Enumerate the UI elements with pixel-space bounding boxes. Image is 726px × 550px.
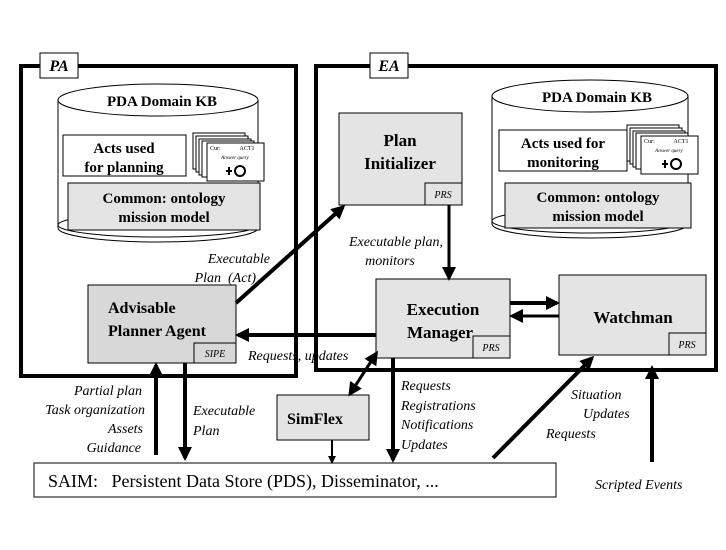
ea-container: EA — [314, 52, 718, 372]
ea-domain-kb: PDA Domain KB Acts used for monitoring C… — [491, 79, 699, 239]
arrow-saim-to-watchman — [491, 355, 595, 460]
pa-act-cards-icon: Cur: ACT1 Answer query — [192, 132, 265, 182]
label-executable-plan-act-1: Executable — [207, 252, 270, 267]
arrow-exec-manager-simflex — [348, 350, 378, 397]
initializer-line-1: Plan — [383, 131, 417, 150]
label-pa-input-2: Task organization — [45, 403, 145, 418]
flow-labels: Executable Plan (Act) Executable plan, m… — [45, 235, 683, 493]
pa-card-cur: Cur: — [210, 146, 221, 152]
exec-manager-line-2: Manager — [407, 323, 474, 342]
label-em-saim-2: Registrations — [400, 399, 476, 414]
initializer-line-2: Initializer — [364, 154, 436, 173]
label-executable-plan-act-2: Plan (Act) — [194, 271, 257, 286]
saim-data-store: SAIM: Persistent Data Store (PDS), Disse… — [33, 462, 557, 498]
saim-label: SAIM: Persistent Data Store (PDS), Disse… — [48, 471, 439, 492]
label-updates: Updates — [583, 407, 630, 422]
pa-acts-line-1: Acts used — [93, 141, 155, 157]
pa-card-subtitle: Answer query — [220, 156, 249, 161]
planner-line-1: Advisable — [108, 300, 176, 317]
ea-card-cur: Cur: — [644, 139, 655, 145]
pa-common-box — [67, 182, 261, 231]
simflex-label: SimFlex — [287, 411, 343, 428]
gear-icon — [662, 158, 682, 170]
pa-common-line-1: Common: ontology — [103, 191, 226, 207]
label-executable-plan-2: Plan — [192, 424, 219, 439]
pa-acts-box — [62, 134, 187, 177]
label-pa-input-4: Guidance — [87, 441, 141, 456]
label-em-saim-3: Notifications — [400, 418, 474, 433]
arrow-planner-to-initializer — [234, 204, 346, 305]
pa-kb-title: PDA Domain KB — [107, 94, 217, 110]
label-em-saim-1: Requests — [400, 379, 451, 394]
ea-kb-title: PDA Domain KB — [542, 90, 652, 106]
label-requests: Requests — [545, 427, 596, 442]
pa-acts-line-2: for planning — [84, 160, 164, 176]
label-em-saim-4: Updates — [401, 438, 448, 453]
gear-icon — [226, 165, 246, 177]
pa-domain-kb: PDA Domain KB Acts used for planning Cur… — [57, 83, 265, 243]
pa-common-line-2: mission model — [118, 210, 209, 226]
ea-common-box — [504, 182, 692, 229]
ea-acts-line-2: monitoring — [527, 155, 599, 171]
initializer-tag: PRS — [433, 190, 451, 201]
exec-manager-tag: PRS — [481, 343, 499, 354]
ea-common-line-2: mission model — [552, 209, 643, 225]
ea-acts-box — [498, 129, 628, 172]
watchman-label: Watchman — [593, 308, 673, 327]
plan-initializer: Plan Initializer PRS — [338, 112, 463, 206]
label-executable-plan-monitors-2: monitors — [365, 254, 415, 269]
ea-act-cards-icon: Cur: ACT1 Answer query — [626, 124, 699, 175]
advisable-planner-agent: Advisable Planner Agent SIPE — [87, 284, 237, 364]
label-pa-input-1: Partial plan — [73, 384, 142, 399]
watchman-tag: PRS — [677, 340, 695, 351]
exec-manager-line-1: Execution — [407, 300, 480, 319]
label-executable-plan-1: Executable — [192, 404, 255, 419]
planner-tag: SIPE — [205, 349, 226, 360]
label-requests-updates: Requests, updates — [247, 349, 349, 364]
ea-label: EA — [377, 58, 400, 75]
ea-acts-line-1: Acts used for — [521, 136, 605, 152]
ea-common-line-1: Common: ontology — [537, 190, 660, 206]
simflex: SimFlex — [276, 394, 370, 441]
watchman: Watchman PRS — [558, 274, 707, 356]
pa-card-title: ACT1 — [240, 146, 255, 152]
arrows — [149, 204, 659, 464]
planner-line-2: Planner Agent — [108, 323, 207, 340]
label-pa-input-3: Assets — [107, 422, 144, 437]
label-scripted-events: Scripted Events — [595, 478, 683, 493]
ea-card-subtitle: Answer query — [654, 149, 683, 154]
label-executable-plan-monitors-1: Executable plan, — [348, 235, 443, 250]
ea-card-title: ACT1 — [674, 139, 689, 145]
pa-container: PA — [19, 52, 298, 378]
pa-label: PA — [48, 58, 69, 75]
label-situation: Situation — [571, 388, 622, 403]
execution-manager: Execution Manager PRS — [375, 278, 511, 359]
